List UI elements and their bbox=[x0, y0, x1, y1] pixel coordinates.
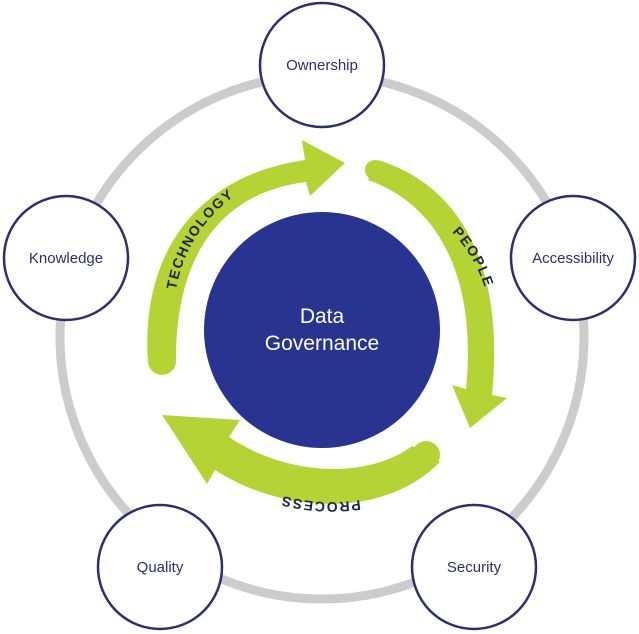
node-accessibility: Accessibility bbox=[509, 194, 637, 322]
people-arrow bbox=[368, 160, 507, 428]
node-security-label: Security bbox=[447, 559, 502, 576]
node-knowledge: Knowledge bbox=[2, 194, 130, 322]
process-arrow bbox=[162, 415, 440, 504]
node-accessibility-circle bbox=[509, 194, 637, 322]
node-ownership-circle bbox=[258, 1, 386, 129]
technology-arrow-tail bbox=[148, 347, 176, 375]
center-circle bbox=[204, 212, 440, 448]
cycle-arrows bbox=[147, 140, 507, 504]
node-quality-label: Quality bbox=[137, 559, 184, 576]
node-ownership: Ownership bbox=[258, 1, 386, 129]
node-accessibility-label: Accessibility bbox=[532, 250, 614, 267]
node-ownership-label: Ownership bbox=[286, 57, 358, 74]
node-quality: Quality bbox=[96, 503, 224, 631]
node-quality-circle bbox=[96, 503, 224, 631]
people-arrow-tail bbox=[365, 160, 385, 180]
node-security-circle bbox=[410, 503, 538, 631]
node-knowledge-circle bbox=[2, 194, 130, 322]
center-title-line1: Data bbox=[300, 305, 345, 328]
technology-arrow bbox=[147, 140, 345, 363]
center-title-line2: Governance bbox=[265, 332, 379, 355]
process-arrow-tail bbox=[412, 441, 440, 469]
node-knowledge-label: Knowledge bbox=[29, 250, 103, 267]
node-security: Security bbox=[410, 503, 538, 631]
